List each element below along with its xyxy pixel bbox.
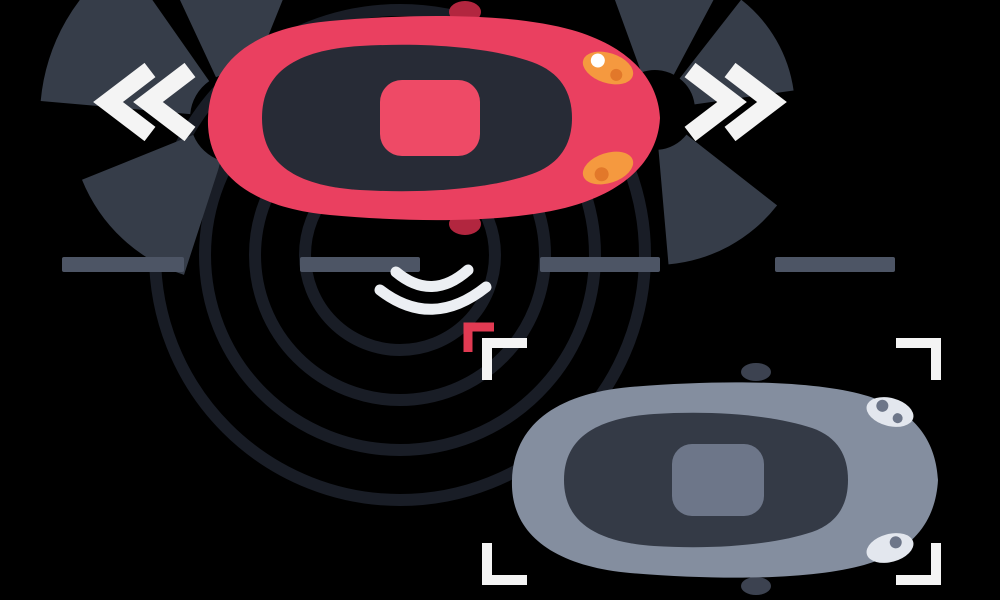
gray-car-headlight-bottom [866, 533, 914, 563]
headlight-bulb [590, 53, 605, 68]
red-car-headlight-top [582, 51, 634, 85]
red-car-headlight-bottom [582, 151, 634, 185]
sonar-wave-inner [390, 264, 474, 292]
alert-corner-icon [463, 322, 494, 352]
red-car-roof [380, 80, 480, 156]
gray-car-mirror-top [741, 363, 771, 381]
headlight-housing [866, 533, 914, 563]
headlight-bulb [876, 399, 889, 412]
lane-dash [300, 257, 420, 272]
target-bracket-top-right [896, 338, 941, 380]
lane-dashes [62, 257, 895, 272]
headlight-bulb [889, 536, 902, 549]
sonar-waves-icon [374, 264, 492, 315]
lane-dash [540, 257, 660, 272]
sonar-wave-outer [374, 281, 492, 315]
lane-dash [775, 257, 895, 272]
headlight-bulb [610, 68, 623, 81]
target-bracket-top-left [482, 338, 527, 380]
sensor-fan-lower-right [658, 134, 778, 265]
red-car-top-view [207, 1, 660, 235]
sensor-fan-upper-right-a [614, 0, 714, 75]
target-brackets-icon [482, 338, 941, 585]
headlight-bulb [892, 413, 903, 424]
chevron-right [684, 62, 747, 142]
sensor-fan-lower-left [82, 134, 222, 275]
chevron-right [724, 62, 787, 142]
headlight-bulb [594, 167, 609, 182]
chevron-left [133, 62, 196, 142]
lane-dash [62, 257, 184, 272]
gray-car-top-view [511, 363, 938, 595]
gray-car-roof [672, 444, 764, 516]
gray-car-mirror-bottom [741, 577, 771, 595]
target-bracket-bottom-right [896, 543, 941, 585]
double-chevron-left-icon [93, 62, 196, 142]
double-chevron-right-icon [684, 62, 787, 142]
chevron-left [93, 62, 156, 142]
gray-car-headlight-top [866, 397, 914, 427]
target-bracket-bottom-left [482, 543, 527, 585]
